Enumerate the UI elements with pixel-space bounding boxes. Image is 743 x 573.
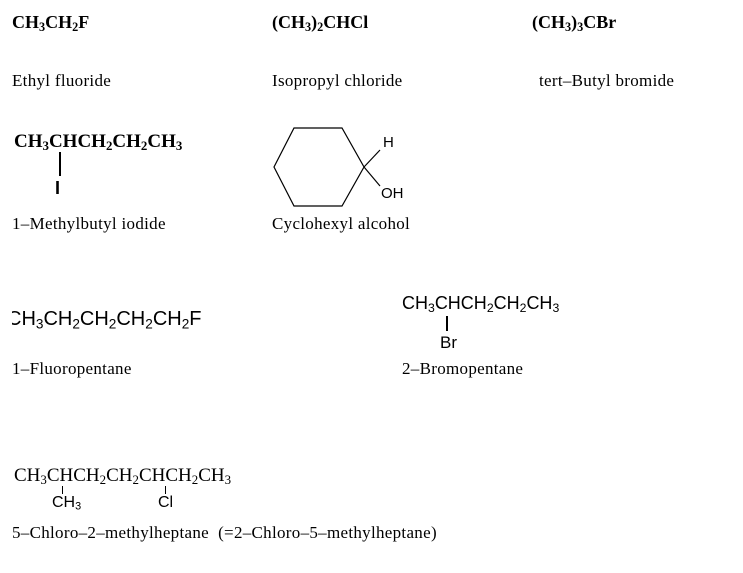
formula-1-fluoropentane: CH3CH2CH2CH2CH2F (12, 308, 201, 331)
formula-subscript: 3 (577, 20, 584, 35)
formula-text: CH (43, 308, 73, 330)
bond-to-oh (363, 166, 381, 187)
name-1-methylbutyl-iodide: 1–Methylbutyl iodide (12, 214, 166, 233)
formula-subscript: 2 (145, 316, 153, 332)
formula-text: CH (198, 465, 225, 486)
formula-subscript: 2 (519, 301, 527, 316)
formula-subscript: 3 (40, 472, 47, 488)
formula-5-chloro-2-methylheptane: CH3CHCH2CH2CHCH2CH3 (14, 465, 231, 487)
formula-subscript: 2 (486, 301, 494, 316)
fluoropentane-formula-clip: CH3CH2CH2CH2CH2F (12, 306, 252, 338)
formula-text: CH (52, 494, 76, 511)
bond-line (446, 316, 448, 331)
formula-subscript: 2 (72, 20, 79, 35)
substituent-bromine: Br (440, 333, 457, 352)
formula-subscript: 3 (552, 301, 560, 316)
formula-text: CBr (583, 12, 617, 32)
formula-text: CH (12, 12, 39, 32)
name-1-fluoropentane: 1–Fluoropentane (12, 359, 132, 378)
substituent-chlorine: Cl (158, 494, 174, 511)
formula-subscript: 3 (39, 20, 46, 35)
bond-line (59, 152, 61, 176)
formula-text: CH (45, 12, 73, 32)
formula-text: ) (311, 12, 318, 32)
formula-text: CH (79, 308, 109, 330)
formula-subscript: 3 (35, 316, 44, 332)
formula-text: CH (14, 465, 41, 486)
formula-text: CHCH (48, 131, 106, 152)
formula-subscript: 2 (191, 472, 199, 488)
formula-text: ) (571, 12, 578, 32)
formula-text: CH (493, 293, 520, 313)
formula-2-bromopentane: CH3CHCH2CH2CH3 (402, 293, 559, 314)
formula-subscript: 2 (132, 472, 139, 488)
bond-to-h (363, 149, 381, 168)
formula-text: F (189, 308, 202, 330)
formula-subscript: 3 (75, 500, 82, 513)
name-cyclohexyl-alcohol: Cyclohexyl alcohol (272, 214, 411, 233)
formula-1-methylbutyl-iodide: CH3CHCH2CH2CH3 (14, 131, 182, 153)
bond-line (165, 486, 166, 494)
formula-text: CHCH (46, 465, 100, 486)
ring-oh-label: OH (381, 185, 404, 202)
formula-ethyl-fluoride: CH3CH2F (12, 12, 89, 33)
formula-subscript: 2 (99, 472, 107, 488)
name-tert-butyl-bromide: tert–Butyl bromide (539, 71, 675, 90)
name-ethyl-fluoride: Ethyl fluoride (12, 71, 112, 90)
formula-text: CH (14, 131, 43, 152)
formula-text: CH (402, 293, 428, 313)
formula-text: CH (147, 131, 176, 152)
cyclohexanol-structure: H OH (273, 127, 404, 207)
formula-subscript: 2 (140, 138, 148, 154)
name-5-chloro-2-methylheptane: 5–Chloro–2–methylheptane (=2–Chloro–5–me… (12, 523, 437, 542)
name-2-bromopentane: 2–Bromopentane (402, 359, 524, 378)
formula-text: CHCH (138, 465, 192, 486)
formula-text: CH (112, 131, 141, 152)
formula-text: CH (526, 293, 553, 313)
name-isopropyl-chloride: Isopropyl chloride (272, 71, 403, 90)
formula-text: CH (152, 308, 182, 330)
formula-text: (CH (532, 12, 565, 32)
formula-subscript: 3 (224, 472, 232, 488)
formula-text: CHCH (434, 293, 487, 313)
formula-subscript: 2 (317, 20, 324, 35)
formula-subscript: 2 (105, 138, 113, 154)
formula-text: CH (116, 308, 146, 330)
cyclohexane-ring (273, 127, 365, 207)
formula-subscript: 3 (305, 20, 312, 35)
formula-text: CH (12, 308, 36, 330)
formula-text: CHCl (323, 12, 369, 32)
formula-text: (CH (272, 12, 305, 32)
bond-line (62, 486, 63, 494)
substituent-methyl: CH3 (52, 494, 81, 512)
formula-subscript: 3 (565, 20, 572, 35)
formula-subscript: 2 (72, 316, 80, 332)
substituent-iodine: I (55, 178, 61, 198)
formula-subscript: 3 (42, 138, 49, 154)
formula-tert-butyl-bromide: (CH3)3CBr (532, 12, 616, 33)
formula-subscript: 3 (428, 301, 435, 316)
formula-text: F (78, 12, 90, 32)
formula-subscript: 2 (108, 316, 117, 332)
formula-text: CH (106, 465, 133, 486)
formula-subscript: 2 (181, 316, 190, 332)
formula-subscript: 3 (175, 138, 183, 154)
ring-h-label: H (383, 134, 394, 151)
formula-isopropyl-chloride: (CH3)2CHCl (272, 12, 368, 33)
